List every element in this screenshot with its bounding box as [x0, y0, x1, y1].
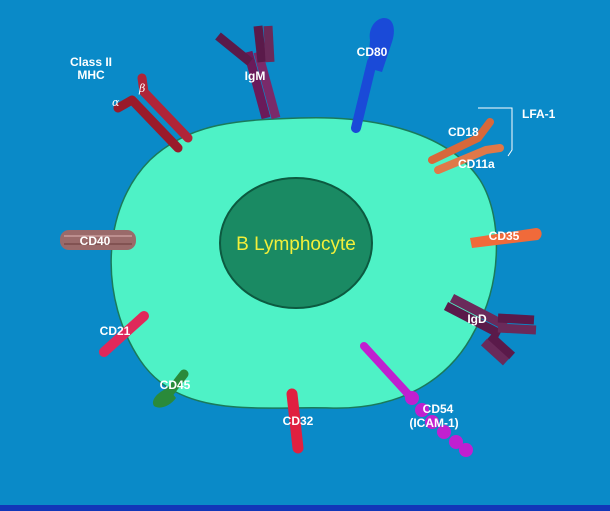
cd35-label: CD35 [489, 229, 520, 243]
cd45-receptor [152, 369, 189, 408]
cd32-receptor [286, 388, 304, 454]
igd-label: IgD [467, 312, 487, 326]
lfa1-receptor [428, 118, 504, 174]
cd80-receptor [351, 18, 394, 133]
cd35-receptor [470, 228, 542, 248]
cd45-label: CD45 [160, 378, 191, 392]
cd32-label: CD32 [283, 414, 314, 428]
cd54-receptor [360, 342, 473, 457]
lfa1-bracket [478, 107, 513, 157]
cd21-label: CD21 [100, 324, 131, 338]
cd80-label: CD80 [357, 45, 388, 59]
cd21-receptor [99, 311, 149, 357]
igm-label: IgM [245, 69, 266, 83]
cd40-receptor [60, 230, 136, 250]
beta-label: β [138, 82, 145, 95]
center-label: B Lymphocyte [236, 234, 356, 255]
class-ii-mhc-receptor [113, 73, 193, 153]
cd54-label-line2: (ICAM-1) [409, 416, 458, 430]
class-ii-label-line1: Class II [70, 55, 112, 69]
class-ii-label-line2: MHC [77, 68, 105, 82]
cd18-label: CD18 [448, 125, 479, 139]
nucleus [219, 177, 373, 309]
lfa1-label: LFA-1 [522, 107, 556, 121]
igd-receptor [443, 294, 537, 366]
bottom-bar [0, 505, 610, 511]
alpha-label: α [112, 96, 120, 109]
igm-receptor [215, 25, 281, 120]
cd40-label: CD40 [80, 234, 111, 248]
cd54-label-line1: CD54 [423, 402, 454, 416]
cd11a-label: CD11a [458, 157, 495, 171]
